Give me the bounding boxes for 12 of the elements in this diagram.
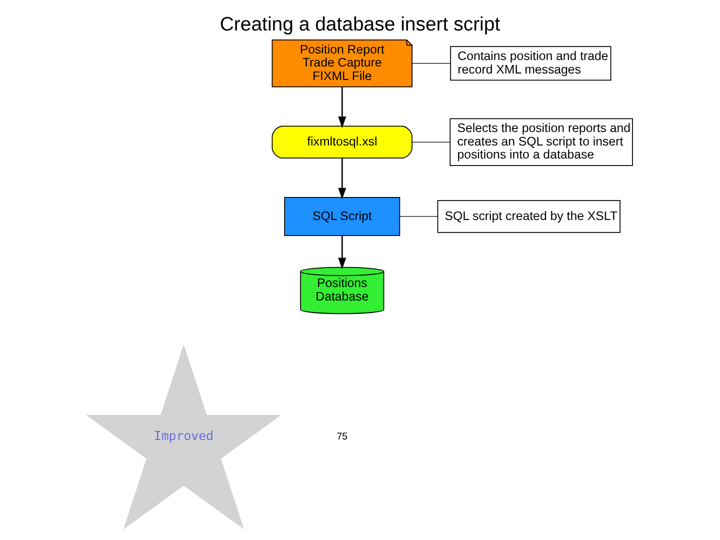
node-box: Selects the position reports and creates an SQL script to insert positions into a database (450, 118, 633, 166)
node-box: fixmltosql.xsl (272, 126, 412, 159)
diagram-title: Creating a database insert script (220, 14, 500, 36)
connector (412, 63, 451, 64)
arrow (338, 86, 346, 128)
node-box: SQL script created by the XSLT (437, 200, 621, 233)
connector (399, 216, 438, 217)
node-box: Contains position and trade record XML messages (450, 46, 612, 81)
label: 75 (336, 431, 348, 442)
node-box: SQL Script (284, 197, 400, 236)
arrow (338, 158, 346, 200)
arrow (338, 236, 346, 270)
